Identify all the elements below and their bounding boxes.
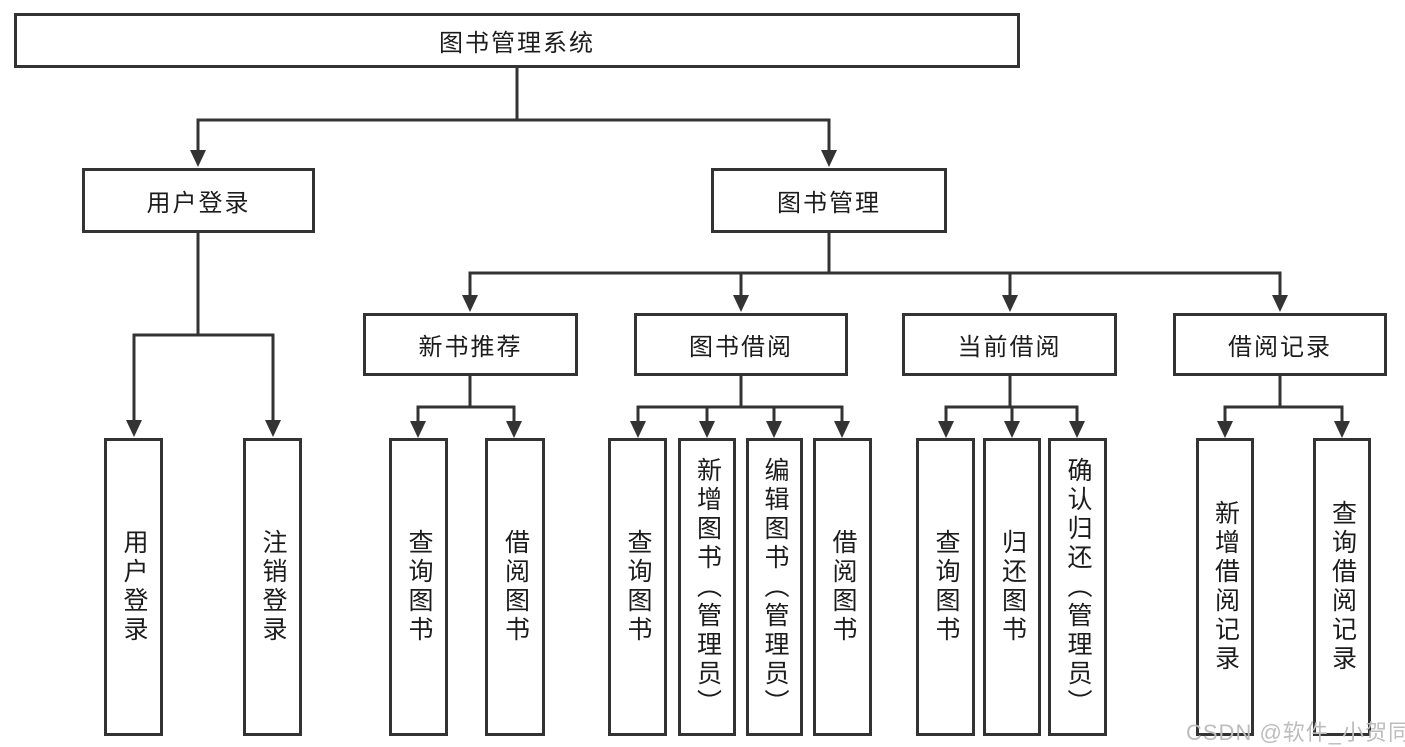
node-user-login: 用户登录 [82,168,315,233]
node-label: 借阅记录 [1228,334,1332,361]
leaf-query-books-recommend: 查询图书 [389,438,448,736]
leaf-label: 借阅图书 [829,529,857,645]
leaf-add-borrow-record: 新增借阅记录 [1196,438,1254,736]
node-borrowing-records: 借阅记录 [1173,313,1387,376]
connector-current-borrowing [944,376,1079,422]
leaf-borrow-books-borrowing: 借阅图书 [813,438,872,736]
connector-book-management [468,233,1282,296]
leaf-edit-book-admin: 编辑图书（管理员） [746,438,803,736]
arrowheads-book-management [462,295,1288,312]
leaf-query-books-current: 查询图书 [916,438,975,736]
arrowheads-user-login [126,420,281,437]
leaf-query-books-borrowing: 查询图书 [608,438,667,736]
leaf-label: 注销登录 [259,529,287,645]
leaf-label: 归还图书 [998,529,1027,645]
leaf-label: 查询借阅记录 [1328,500,1357,674]
leaf-return-books: 归还图书 [983,438,1041,736]
leaf-confirm-return-admin: 确认归还（管理员） [1048,438,1107,736]
leaf-label: 查询图书 [624,529,652,645]
connector-book-borrowing [636,376,844,422]
leaf-query-borrow-record: 查询借阅记录 [1313,438,1371,736]
node-label: 用户登录 [146,190,251,217]
watermark-text: CSDN @软件_小贺同学 [1186,720,1405,745]
arrowheads-current-borrowing [938,421,1085,438]
node-current-borrowing: 当前借阅 [902,313,1117,376]
connector-root [196,68,831,151]
leaf-label: 借阅图书 [501,529,530,645]
node-label: 图书管理系统 [439,30,595,57]
connector-user-login [132,233,275,421]
leaf-add-book-admin: 新增图书（管理员） [678,438,736,736]
arrowheads-book-borrowing [630,421,850,438]
connector-borrowing-records [1223,376,1344,422]
node-label: 图书借阅 [689,334,793,361]
leaf-logout: 注销登录 [243,438,302,736]
leaf-borrow-books-recommend: 借阅图书 [485,438,545,736]
leaf-label: 确认归还（管理员） [1064,456,1092,718]
node-label: 图书管理 [777,190,881,217]
node-book-borrowing: 图书借阅 [634,313,848,376]
leaf-label: 用户登录 [120,529,148,645]
connector-new-book-recommendation [416,376,516,422]
leaf-label: 查询图书 [932,529,960,645]
node-library-management-system: 图书管理系统 [14,13,1020,68]
node-label: 当前借阅 [957,334,1062,361]
leaf-label: 新增借阅记录 [1211,500,1240,674]
leaf-label: 查询图书 [405,529,433,645]
node-new-book-recommendation: 新书推荐 [363,313,578,376]
leaf-label: 编辑图书（管理员） [761,456,789,718]
arrowheads-new-book-recommendation [410,421,522,438]
arrowheads-borrowing-records [1217,421,1350,438]
leaf-user-login: 用户登录 [104,438,163,736]
arrowheads-root [190,150,837,167]
node-book-management: 图书管理 [711,168,947,233]
leaf-label: 新增图书（管理员） [693,456,722,718]
node-label: 新书推荐 [418,334,523,361]
